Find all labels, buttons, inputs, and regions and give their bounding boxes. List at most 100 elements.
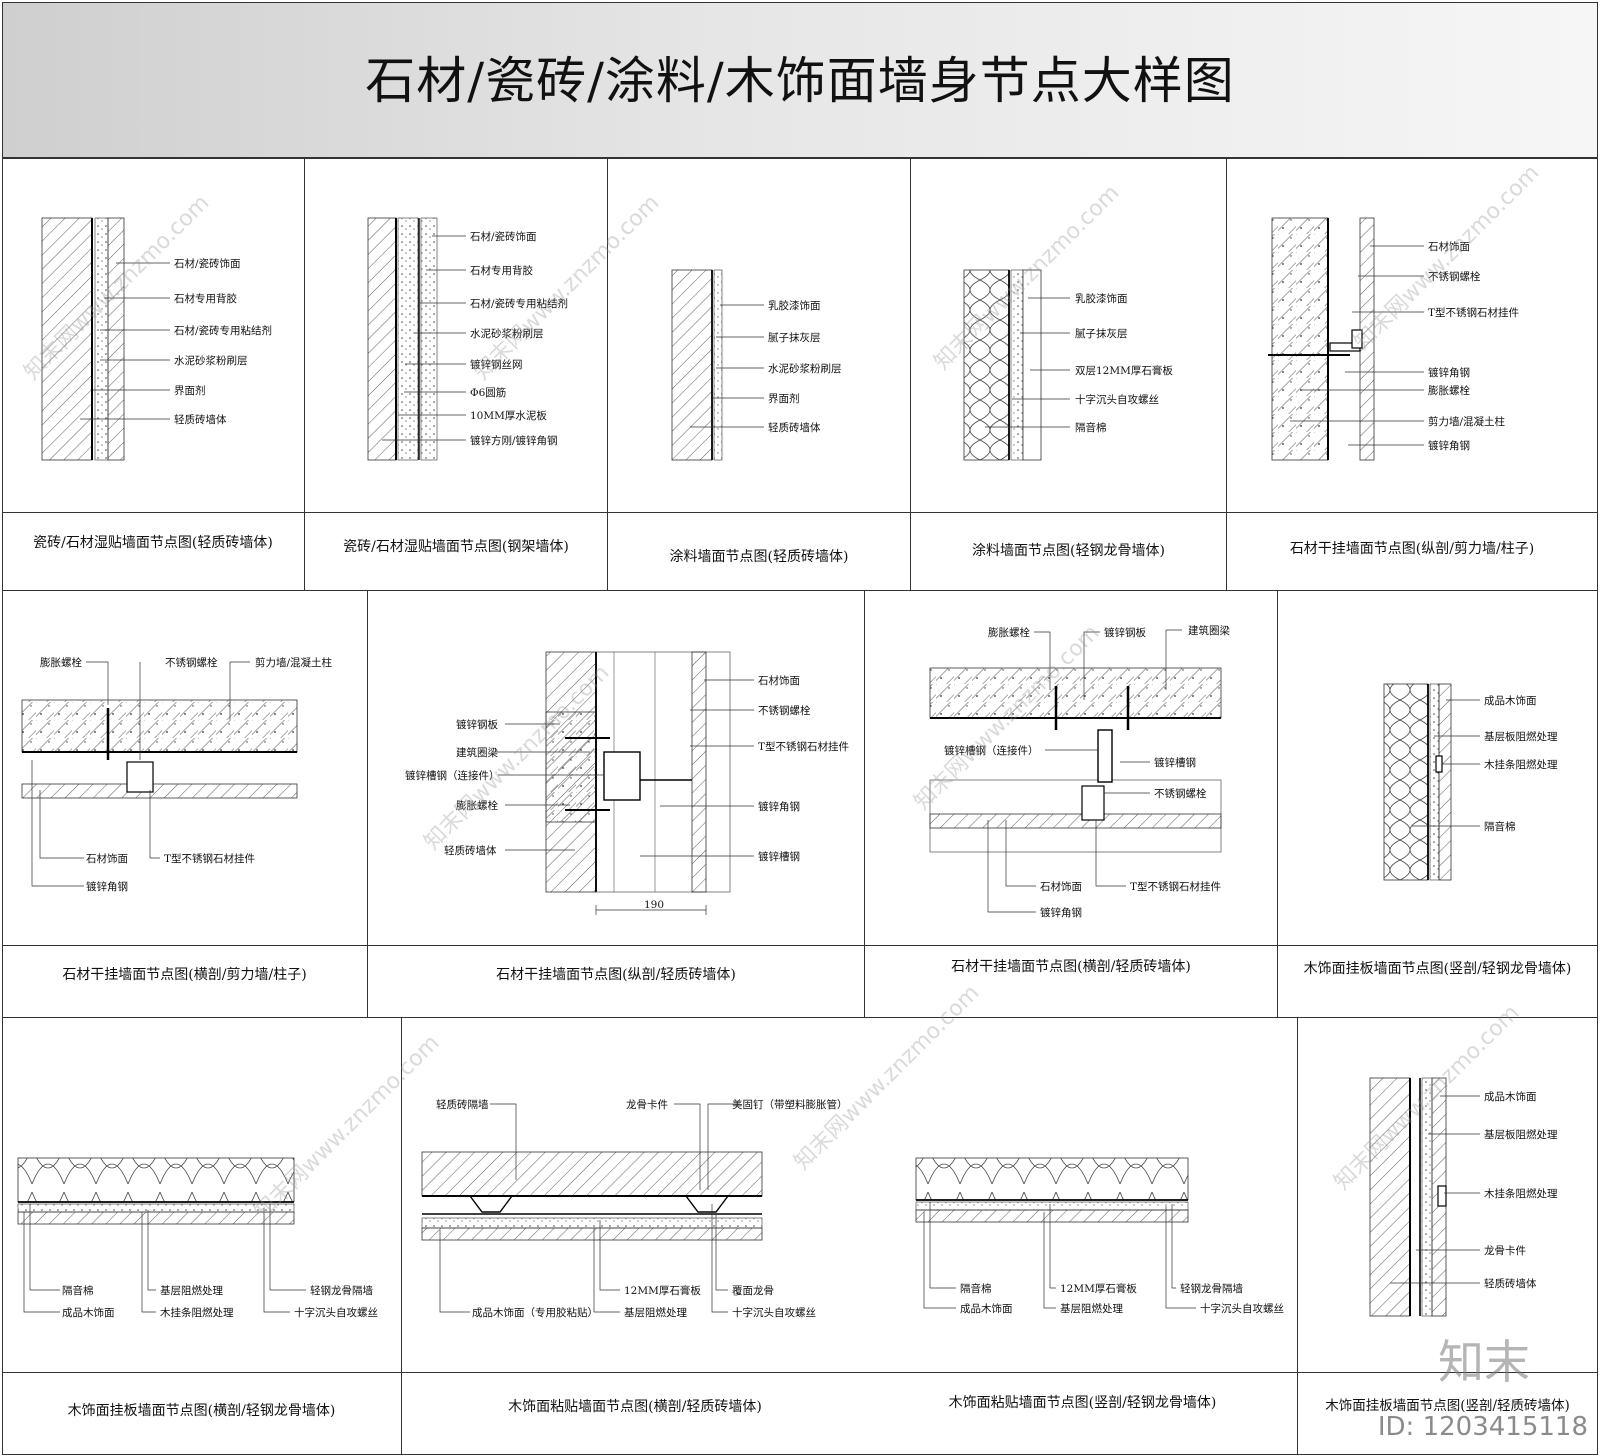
label: 成品木饰面	[62, 1306, 115, 1319]
label: 基层板阻燃处理	[1484, 730, 1558, 743]
label: 轻钢龙骨隔墙	[1180, 1282, 1243, 1295]
label: 镀锌角钢	[1040, 906, 1082, 919]
label: 轻质砖墙体	[444, 844, 497, 857]
label: 镀锌钢板	[456, 718, 498, 731]
label: 10MM厚水泥板	[470, 409, 547, 422]
label: Φ6圆筋	[470, 386, 506, 399]
label: 石材/瓷砖专用粘结剂	[174, 324, 272, 337]
drawing-d4: 乳胶漆饰面 腻子抹灰层 双层12MM厚石膏板 十字沉头自攻螺丝 隔音棉	[963, 269, 1173, 461]
caption-d12: 木饰面粘贴墙面节点图(竖剖/轻钢龙骨墙体)	[948, 1395, 1217, 1411]
label: 水泥砂浆粉刷层	[470, 327, 544, 340]
label: 木挂条阻燃处理	[160, 1306, 234, 1319]
label: 镀锌槽钢（连接件）	[944, 744, 1039, 757]
label: 覆面龙骨	[732, 1284, 774, 1297]
label: 美固钉（带塑料膨胀管）	[732, 1098, 848, 1111]
label: 镀锌角钢	[1428, 366, 1470, 379]
label: 镀锌钢丝网	[470, 358, 523, 371]
drawing-d6: 膨胀螺栓 不锈钢螺栓 剪力墙/混凝土柱 石材饰面 T型不锈钢石材挂件 镀锌角钢	[21, 656, 333, 893]
label: 成品木饰面	[960, 1302, 1013, 1315]
label: 石材饰面	[758, 674, 800, 687]
label: 十字沉头自攻螺丝	[294, 1306, 378, 1319]
drawing-d2: 石材/瓷砖饰面 石材专用背胶 石材/瓷砖专用粘结剂 水泥砂浆粉刷层 镀锌钢丝网 …	[367, 217, 568, 461]
caption-d2: 瓷砖/石材湿贴墙面节点图(钢架墙体)	[343, 539, 569, 555]
grid-line	[401, 1017, 402, 1454]
label: 成品木饰面	[1484, 1090, 1537, 1103]
label: 不锈钢螺栓	[1428, 270, 1481, 283]
caption-d6: 石材干挂墙面节点图(横剖/剪力墙/柱子)	[62, 967, 307, 983]
label: 膨胀螺栓	[456, 799, 498, 812]
label: T型不锈钢石材挂件	[1130, 880, 1221, 893]
caption-d9: 木饰面挂板墙面节点图(竖剖/轻钢龙骨墙体)	[1303, 961, 1572, 977]
caption-d5: 石材干挂墙面节点图(纵剖/剪力墙/柱子)	[1289, 541, 1535, 557]
label: 膨胀螺栓	[988, 626, 1030, 639]
label: 水泥砂浆粉刷层	[174, 354, 248, 367]
label: 剪力墙/混凝土柱	[1428, 415, 1506, 428]
page-title: 石材/瓷砖/涂料/木饰面墙身节点大样图	[365, 52, 1235, 110]
label: 膨胀螺栓	[1428, 384, 1470, 397]
label: 隔音棉	[1484, 820, 1516, 833]
dimension-label: 190	[644, 899, 664, 911]
label: 膨胀螺栓	[40, 656, 82, 669]
label: 石材饰面	[1428, 240, 1470, 253]
drawing-d9: 成品木饰面 基层板阻燃处理 木挂条阻燃处理 隔音棉	[1383, 683, 1558, 881]
label: 隔音棉	[1075, 421, 1107, 434]
label: 石材/瓷砖饰面	[470, 230, 537, 243]
grid-line	[1226, 158, 1227, 590]
label: 成品木饰面	[1484, 694, 1537, 707]
caption-d8: 石材干挂墙面节点图(横剖/轻质砖墙体)	[951, 959, 1191, 975]
grid-line	[607, 158, 608, 590]
caption-d10: 木饰面挂板墙面节点图(横剖/轻钢龙骨墙体)	[67, 1403, 336, 1419]
label: 轻质砖墙体	[174, 413, 227, 426]
label: T型不锈钢石材挂件	[758, 740, 849, 753]
label: 轻质砖隔墙	[436, 1098, 489, 1111]
grid-line	[2, 1454, 1598, 1455]
grid-line	[2, 1017, 1598, 1018]
label: 镀锌角钢	[1428, 439, 1470, 452]
caption-d3: 涂料墙面节点图(轻质砖墙体)	[669, 549, 849, 565]
grid-line	[910, 158, 911, 590]
label: 基层阻燃处理	[1060, 1302, 1123, 1315]
label: 剪力墙/混凝土柱	[255, 656, 333, 669]
label: 镀锌槽钢	[758, 850, 800, 863]
grid-line	[1277, 590, 1278, 1017]
grid-line	[2, 158, 1598, 159]
label: 界面剂	[174, 384, 206, 397]
label: 龙骨卡件	[626, 1098, 668, 1111]
drawing-d12: 隔音棉 成品木饰面 12MM厚石膏板 基层阻燃处理 轻钢龙骨隔墙 十字沉头自攻螺…	[915, 1157, 1284, 1315]
label: 木挂条阻燃处理	[1484, 758, 1558, 771]
grid-line	[2, 945, 1598, 946]
drawing-d13: 成品木饰面 基层板阻燃处理 木挂条阻燃处理 龙骨卡件 轻质砖墙体	[1369, 1077, 1558, 1317]
caption-d13: 木饰面挂板墙面节点图(竖剖/轻质砖墙体)	[1325, 1398, 1570, 1414]
label: 水泥砂浆粉刷层	[768, 362, 842, 375]
label: 腻子抹灰层	[1075, 327, 1128, 340]
label: 石材/瓷砖专用粘结剂	[470, 297, 568, 310]
label: 镀锌角钢	[758, 800, 800, 813]
label: 隔音棉	[62, 1284, 94, 1297]
label: 建筑圈梁	[456, 746, 498, 759]
label: 双层12MM厚石膏板	[1075, 364, 1173, 377]
label: 石材饰面	[1040, 880, 1082, 893]
grid-line	[2, 512, 1598, 513]
label: 12MM厚石膏板	[1060, 1282, 1137, 1295]
grid-line	[864, 590, 865, 1017]
label: 轻质砖墙体	[1484, 1277, 1537, 1290]
label: 不锈钢螺栓	[1154, 787, 1207, 800]
grid-line	[2, 590, 1598, 591]
label: 石材专用背胶	[470, 264, 533, 277]
label: 乳胶漆饰面	[1075, 292, 1128, 305]
caption-d7: 石材干挂墙面节点图(纵剖/轻质砖墙体)	[496, 967, 736, 983]
id-label: ID: 1203415118	[1377, 1412, 1588, 1442]
caption-d1: 瓷砖/石材湿贴墙面节点图(轻质砖墙体)	[33, 535, 273, 551]
label: T型不锈钢石材挂件	[1428, 306, 1519, 319]
label: T型不锈钢石材挂件	[164, 852, 255, 865]
label: 乳胶漆饰面	[768, 299, 821, 312]
drawing-d11: 轻质砖隔墙 龙骨卡件 美固钉（带塑料膨胀管） 成品木饰面（专用胶粘贴） 12MM…	[421, 1098, 848, 1319]
grid-line	[1297, 1017, 1298, 1454]
label: 石材/瓷砖饰面	[174, 257, 241, 270]
caption-d11: 木饰面粘贴墙面节点图(横剖/轻质砖墙体)	[508, 1399, 762, 1415]
label: 腻子抹灰层	[768, 331, 821, 344]
label: 石材饰面	[86, 852, 128, 865]
grid-line	[367, 590, 368, 1017]
label: 镀锌角钢	[86, 880, 128, 893]
label: 镀锌槽钢（连接件）	[405, 769, 500, 782]
